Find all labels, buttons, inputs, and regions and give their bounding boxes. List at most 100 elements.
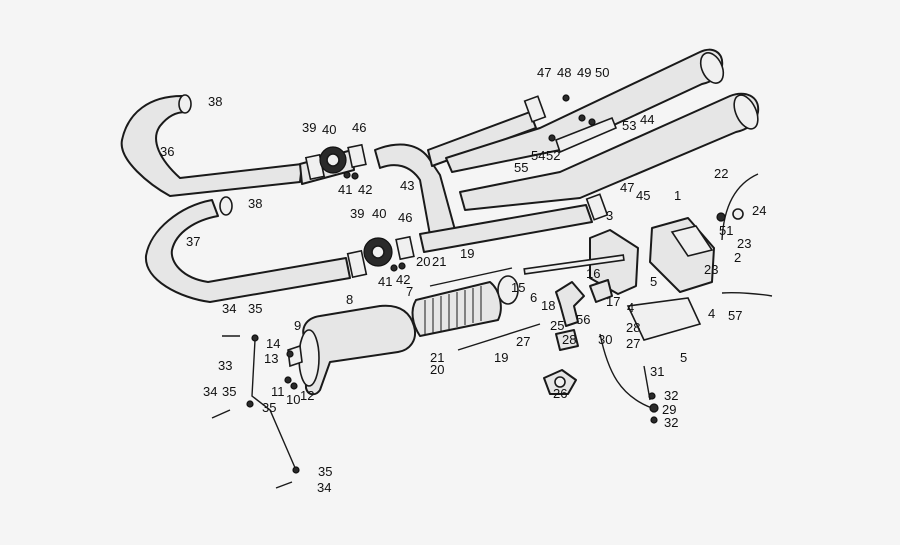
callout-39b: 39 (350, 206, 364, 221)
callout-20b: 20 (430, 362, 444, 377)
screw-34c (275, 481, 293, 489)
cable-30 (599, 333, 653, 409)
callout-1: 1 (674, 188, 681, 203)
callout-23b: 23 (704, 262, 718, 277)
elbow-18 (555, 281, 585, 327)
bolt-12 (290, 382, 298, 390)
callout-23a: 23 (737, 236, 751, 251)
filter-ring-6 (497, 275, 519, 305)
clamp-47b (585, 193, 609, 221)
breather-hose-19b (457, 323, 541, 351)
bolt-41a (343, 171, 351, 179)
callout-40a: 40 (322, 122, 336, 137)
callout-46a: 46 (352, 120, 366, 135)
callout-16: 16 (586, 266, 600, 281)
callout-34c: 34 (317, 480, 331, 495)
balance-pipe-43-upper (427, 111, 537, 167)
callout-10: 10 (286, 392, 300, 407)
cable-22 (721, 173, 759, 241)
callout-5a: 5 (650, 274, 657, 289)
callout-34a: 34 (222, 301, 236, 316)
callout-45: 45 (636, 188, 650, 203)
toothed-ring-40b (363, 237, 393, 267)
callout-27a: 27 (516, 334, 530, 349)
callout-43: 43 (400, 178, 414, 193)
washer-29 (649, 403, 659, 413)
nut-42a (351, 172, 359, 180)
callout-38b: 38 (248, 196, 262, 211)
callout-25: 25 (550, 318, 564, 333)
callout-12: 12 (300, 388, 314, 403)
toothed-ring-40a (319, 146, 347, 174)
callout-57: 57 (728, 308, 742, 323)
callout-4b: 4 (708, 306, 715, 321)
callout-35c: 35 (262, 400, 276, 415)
callout-29: 29 (662, 402, 676, 417)
callout-28b: 28 (626, 320, 640, 335)
callout-2: 2 (734, 250, 741, 265)
callout-51: 51 (719, 223, 733, 238)
bolt-11 (284, 376, 292, 384)
callout-47b: 47 (620, 180, 634, 195)
callout-3: 3 (606, 208, 613, 223)
callout-21b: 21 (430, 350, 444, 365)
callout-50: 50 (595, 65, 609, 80)
callout-4a: 4 (627, 300, 634, 315)
callout-35b: 35 (222, 384, 236, 399)
terminal-24 (732, 208, 744, 220)
header-pipe-36 (120, 95, 303, 197)
callout-44: 44 (640, 112, 654, 127)
bolt-50 (588, 118, 596, 126)
clamp-47a (523, 95, 547, 123)
callout-11: 11 (271, 384, 285, 399)
callout-28a: 28 (562, 332, 576, 347)
clip-35a (251, 334, 259, 342)
callout-56: 56 (576, 312, 590, 327)
flange-26-hole (554, 376, 566, 388)
callout-15: 15 (511, 280, 525, 295)
grommet-51 (716, 212, 726, 222)
callout-52: 52 (546, 148, 560, 163)
callout-39a: 39 (302, 120, 316, 135)
screw-34b (211, 409, 231, 419)
callout-21a: 21 (432, 254, 446, 269)
air-filter-element (411, 281, 502, 337)
callout-40b: 40 (372, 206, 386, 221)
callout-9: 9 (294, 318, 301, 333)
clip-35c (292, 466, 300, 474)
callout-26: 26 (553, 386, 567, 401)
clamp-46a (347, 143, 367, 169)
callout-13: 13 (264, 351, 278, 366)
callout-19a: 19 (460, 246, 474, 261)
bolt-41b (390, 264, 398, 272)
callout-27b: 27 (626, 336, 640, 351)
clamp-46b (395, 235, 415, 261)
bolt-13 (286, 350, 294, 358)
callout-32b: 32 (664, 415, 678, 430)
callout-30: 30 (598, 332, 612, 347)
callout-6: 6 (530, 290, 537, 305)
nut-32b (650, 416, 658, 424)
callout-20a: 20 (416, 254, 430, 269)
breather-hose-19a (429, 267, 513, 287)
callout-24: 24 (752, 203, 766, 218)
filter-housing-8 (302, 304, 416, 396)
callout-36: 36 (160, 144, 174, 159)
drain-hose-33 (251, 339, 297, 471)
clip-35b (246, 400, 254, 408)
pipe-ring-38b (219, 196, 233, 216)
callout-22: 22 (714, 166, 728, 181)
plate-4 (626, 297, 702, 341)
callout-41b: 41 (378, 274, 392, 289)
airbox-1-lip (670, 225, 714, 257)
callout-47a: 47 (537, 65, 551, 80)
callout-37: 37 (186, 234, 200, 249)
callout-35d: 35 (318, 464, 332, 479)
pipe-ring-38a (178, 94, 192, 114)
callout-38a: 38 (208, 94, 222, 109)
callout-31: 31 (650, 364, 664, 379)
callout-5b: 5 (680, 350, 687, 365)
hose-57 (721, 292, 773, 297)
